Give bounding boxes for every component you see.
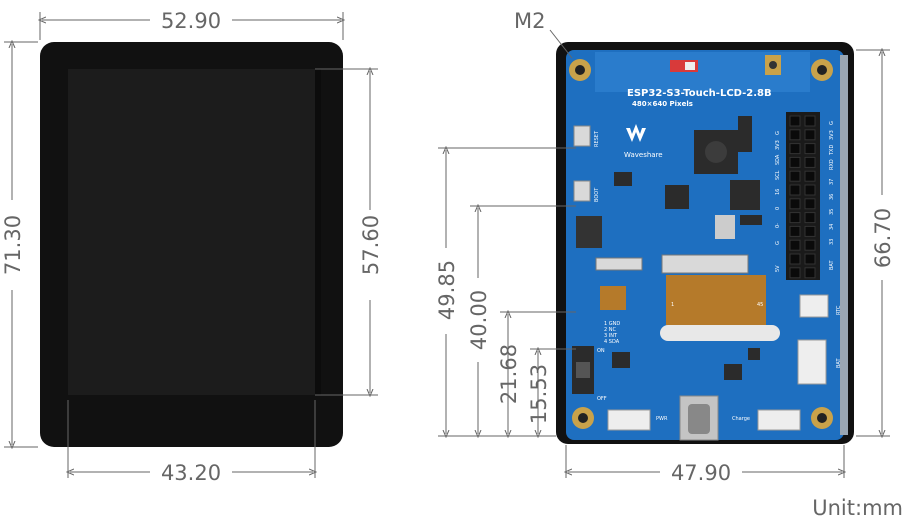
front-screen [68,69,315,395]
svg-text:BAT: BAT [829,260,835,270]
header-pin [804,239,816,251]
header-pin [789,267,801,279]
svg-text:37: 37 [829,179,835,185]
i2c-pin-labels: 1 GND 2 NC 3 INT 4 SDA [604,321,620,345]
switch-on-label: ON [597,348,605,354]
header-pin [804,156,816,168]
uart-connector-right [757,409,801,431]
uart-connector-left [607,409,651,431]
waveshare-logo-icon [626,124,646,142]
front-height-left: 71.30 [1,215,25,275]
svg-text:36: 36 [829,194,835,200]
header-pin [789,253,801,265]
svg-text:3 INT: 3 INT [604,333,618,339]
svg-text:35: 35 [829,209,835,215]
boot-label: BOOT [594,187,600,202]
svg-text:3V3: 3V3 [775,140,781,150]
header-pin [804,184,816,196]
back-view: ESP32-S3-Touch-LCD-2.8B 480×640 Pixels W… [435,9,895,485]
rtc-label: RTC [836,305,842,315]
back-width-bottom: 47.90 [671,461,731,485]
svg-text:2 NC: 2 NC [604,327,617,333]
svg-text:RXD: RXD [829,159,835,170]
svg-text:3V3: 3V3 [829,130,835,140]
speaker [576,216,602,248]
large-fpc-connector [661,254,749,274]
svg-text:1 GND: 1 GND [604,321,620,327]
fpc-pin-45: 45 [757,302,763,308]
header-pin [789,143,801,155]
header-pin [789,239,801,251]
front-width-bottom: 43.20 [161,461,221,485]
svg-text:G: G [829,121,835,125]
front-view: 52.90 43.20 71.30 57.60 [1,9,383,485]
header-pin [789,129,801,141]
svg-text:4 SDA: 4 SDA [604,339,620,345]
header-pin [804,198,816,210]
svg-text:G: G [775,131,781,135]
reset-button[interactable] [573,125,591,147]
pcb-board [566,50,844,440]
header-pin [789,170,801,182]
svg-text:G: G [775,241,781,245]
header-pin [804,253,816,265]
pin-header [786,112,820,280]
header-pin [789,225,801,237]
header-pin [804,143,816,155]
header-pin [804,115,816,127]
header-pin [804,267,816,279]
header-pin [789,198,801,210]
pwr-label: PWR [656,416,668,422]
height-49-85: 49.85 [435,260,459,320]
svg-text:SCL: SCL [775,170,781,180]
header-pin [789,184,801,196]
header-pin [804,129,816,141]
height-40-00: 40.00 [467,290,491,350]
reset-label: RESET [594,130,600,147]
back-height-right: 66.70 [871,208,895,268]
front-height-right: 57.60 [359,215,383,275]
fpc-pin-1: 1 [671,302,674,308]
svg-text:TXD: TXD [829,145,835,156]
svg-text:16: 16 [775,189,781,195]
header-pin [789,156,801,168]
rtc-connector [799,294,829,318]
header-pin [804,212,816,224]
switch-off-label: OFF [597,396,607,402]
svg-text:33: 33 [829,239,835,245]
mounting-holes [569,59,833,429]
m2-leader-line [549,29,573,59]
boot-button[interactable] [573,180,591,202]
board-subtitle: 480×640 Pixels [632,100,693,108]
brand-label: Waveshare [624,151,663,159]
board-title: ESP32-S3-Touch-LCD-2.8B [627,88,772,99]
header-pin [804,170,816,182]
svg-text:0-: 0- [775,223,781,228]
svg-text:0: 0 [775,207,781,210]
header-pin [789,115,801,127]
header-pin [804,225,816,237]
svg-text:34: 34 [829,224,835,230]
pin-labels-right: G 3V3 TXD RXD 37 36 35 34 33 BAT [829,121,835,270]
bat-label: BAT [836,358,842,368]
front-screen-edge [315,69,321,395]
height-15-53: 15.53 [527,364,551,424]
charge-label: Charge [732,416,750,422]
m2-label: M2 [514,9,545,33]
small-fpc-connector [595,257,643,271]
front-width-top: 52.90 [161,9,221,33]
pin-labels-left: G 3V3 SDA SCL 16 0 0- G 5V [775,131,781,272]
header-pin [789,212,801,224]
svg-text:SDA: SDA [775,154,781,165]
svg-text:5V: 5V [775,265,781,272]
unit-label: Unit:mm [812,496,903,520]
flex-cable [666,275,766,325]
bat-connector [797,339,827,385]
height-21-68: 21.68 [497,344,521,404]
